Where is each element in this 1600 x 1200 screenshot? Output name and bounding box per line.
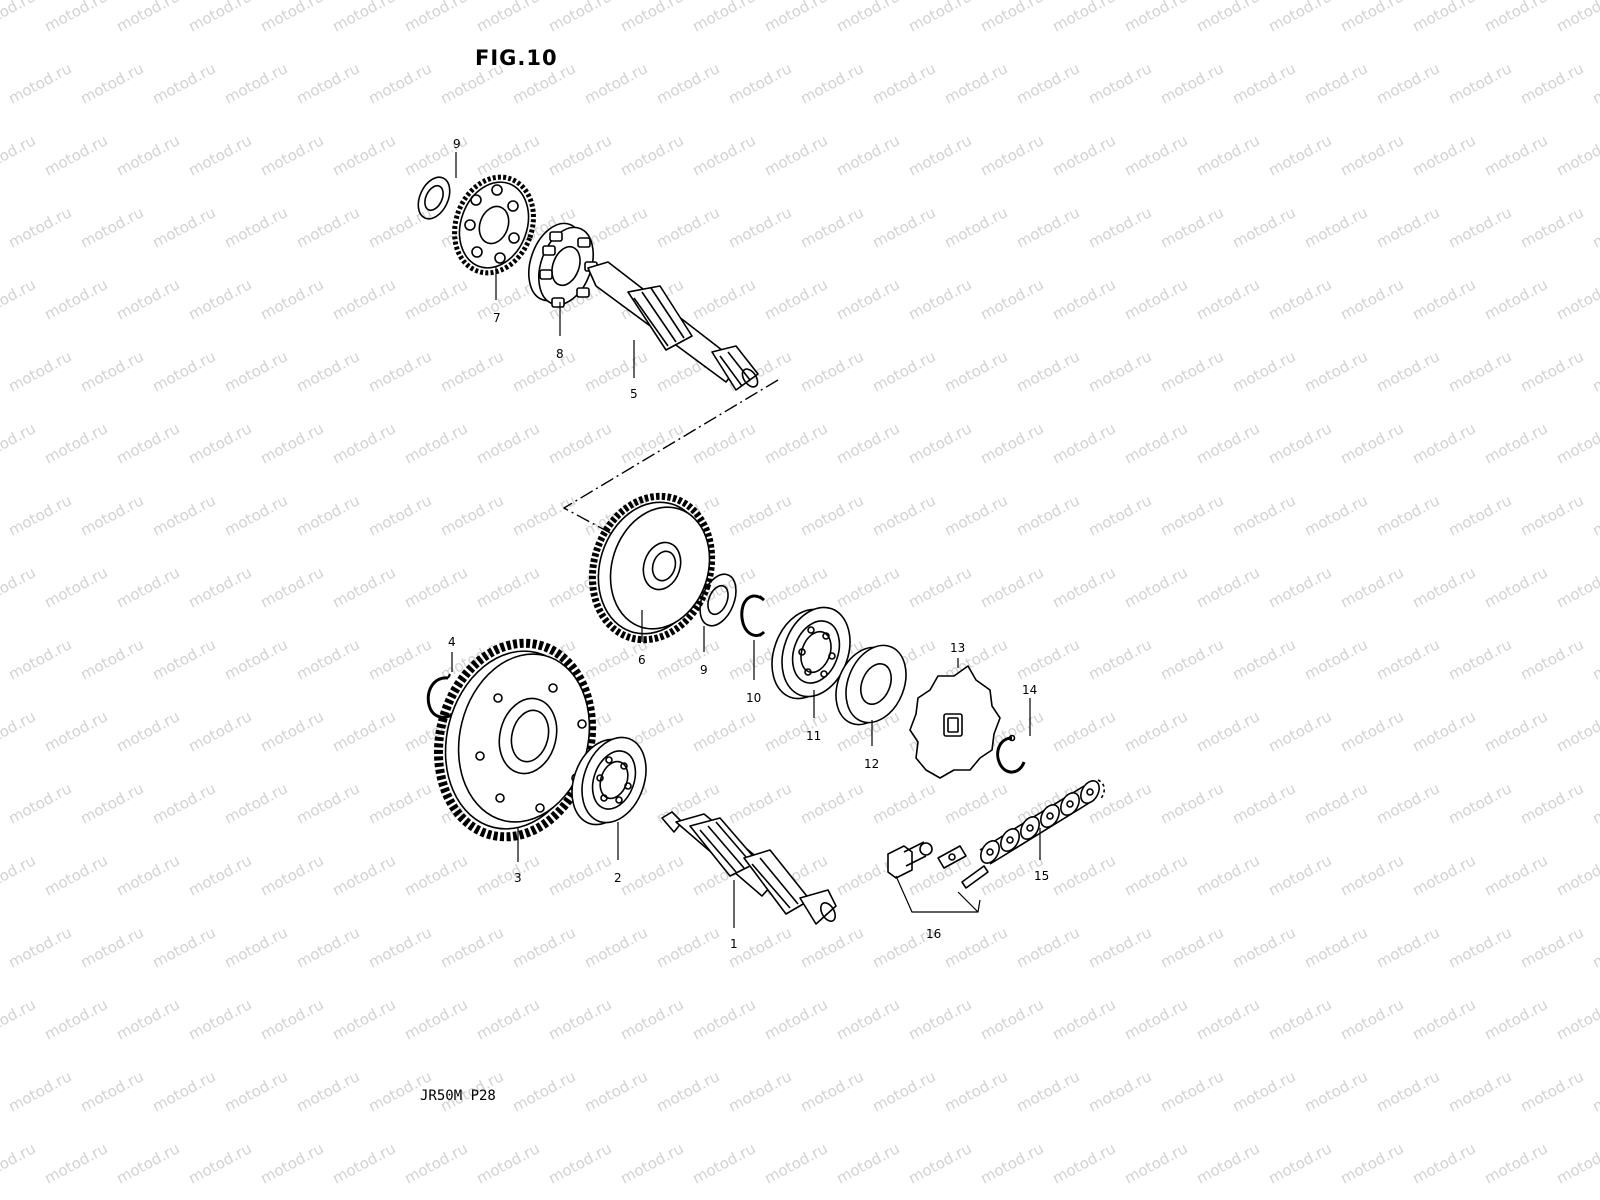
circlip-part-10 bbox=[740, 594, 766, 637]
alignment-line bbox=[563, 379, 779, 537]
leader-lines bbox=[451, 152, 1041, 928]
callout-6: 6 bbox=[638, 653, 646, 667]
intermediate-gear-part-6 bbox=[588, 492, 716, 644]
callout-16: 16 bbox=[926, 927, 941, 941]
callout-12: 12 bbox=[864, 757, 879, 771]
callout-11: 11 bbox=[806, 729, 821, 743]
callout-1: 1 bbox=[730, 937, 738, 951]
callout-labels: 9 7 8 5 6 9 10 11 12 13 14 4 3 2 1 15 16 bbox=[448, 137, 1049, 951]
oil-seal-part-12 bbox=[835, 644, 907, 726]
thrust-washer-part-9-lower bbox=[699, 573, 737, 627]
drive-shaft-part-1 bbox=[661, 811, 837, 925]
callout-8: 8 bbox=[556, 347, 564, 361]
drive-sprocket-part-13 bbox=[909, 665, 1001, 779]
final-driven-gear-part-3 bbox=[433, 638, 597, 842]
callout-5: 5 bbox=[630, 387, 638, 401]
driven-gear-part-7 bbox=[452, 174, 536, 276]
callout-15: 15 bbox=[1034, 869, 1049, 883]
bearing-part-11 bbox=[771, 606, 851, 700]
thrust-washer-part-9 bbox=[417, 176, 451, 220]
callout-9-middle: 9 bbox=[700, 663, 708, 677]
callout-7: 7 bbox=[493, 311, 501, 325]
chain-joint-part-16 bbox=[887, 841, 989, 913]
countershaft-part-5 bbox=[587, 261, 759, 391]
circlip-part-14 bbox=[996, 734, 1026, 774]
diagram-code: JR50M P28 bbox=[420, 1088, 496, 1104]
callout-14: 14 bbox=[1022, 683, 1037, 697]
callout-10: 10 bbox=[746, 691, 761, 705]
callout-4: 4 bbox=[448, 635, 456, 649]
callout-2: 2 bbox=[614, 871, 622, 885]
callout-9-top: 9 bbox=[453, 137, 461, 151]
figure-title: FIG.10 bbox=[475, 46, 558, 70]
callout-3: 3 bbox=[514, 871, 522, 885]
bearing-part-2 bbox=[571, 736, 647, 826]
callout-13: 13 bbox=[950, 641, 965, 655]
drive-chain-part-15 bbox=[979, 779, 1106, 865]
